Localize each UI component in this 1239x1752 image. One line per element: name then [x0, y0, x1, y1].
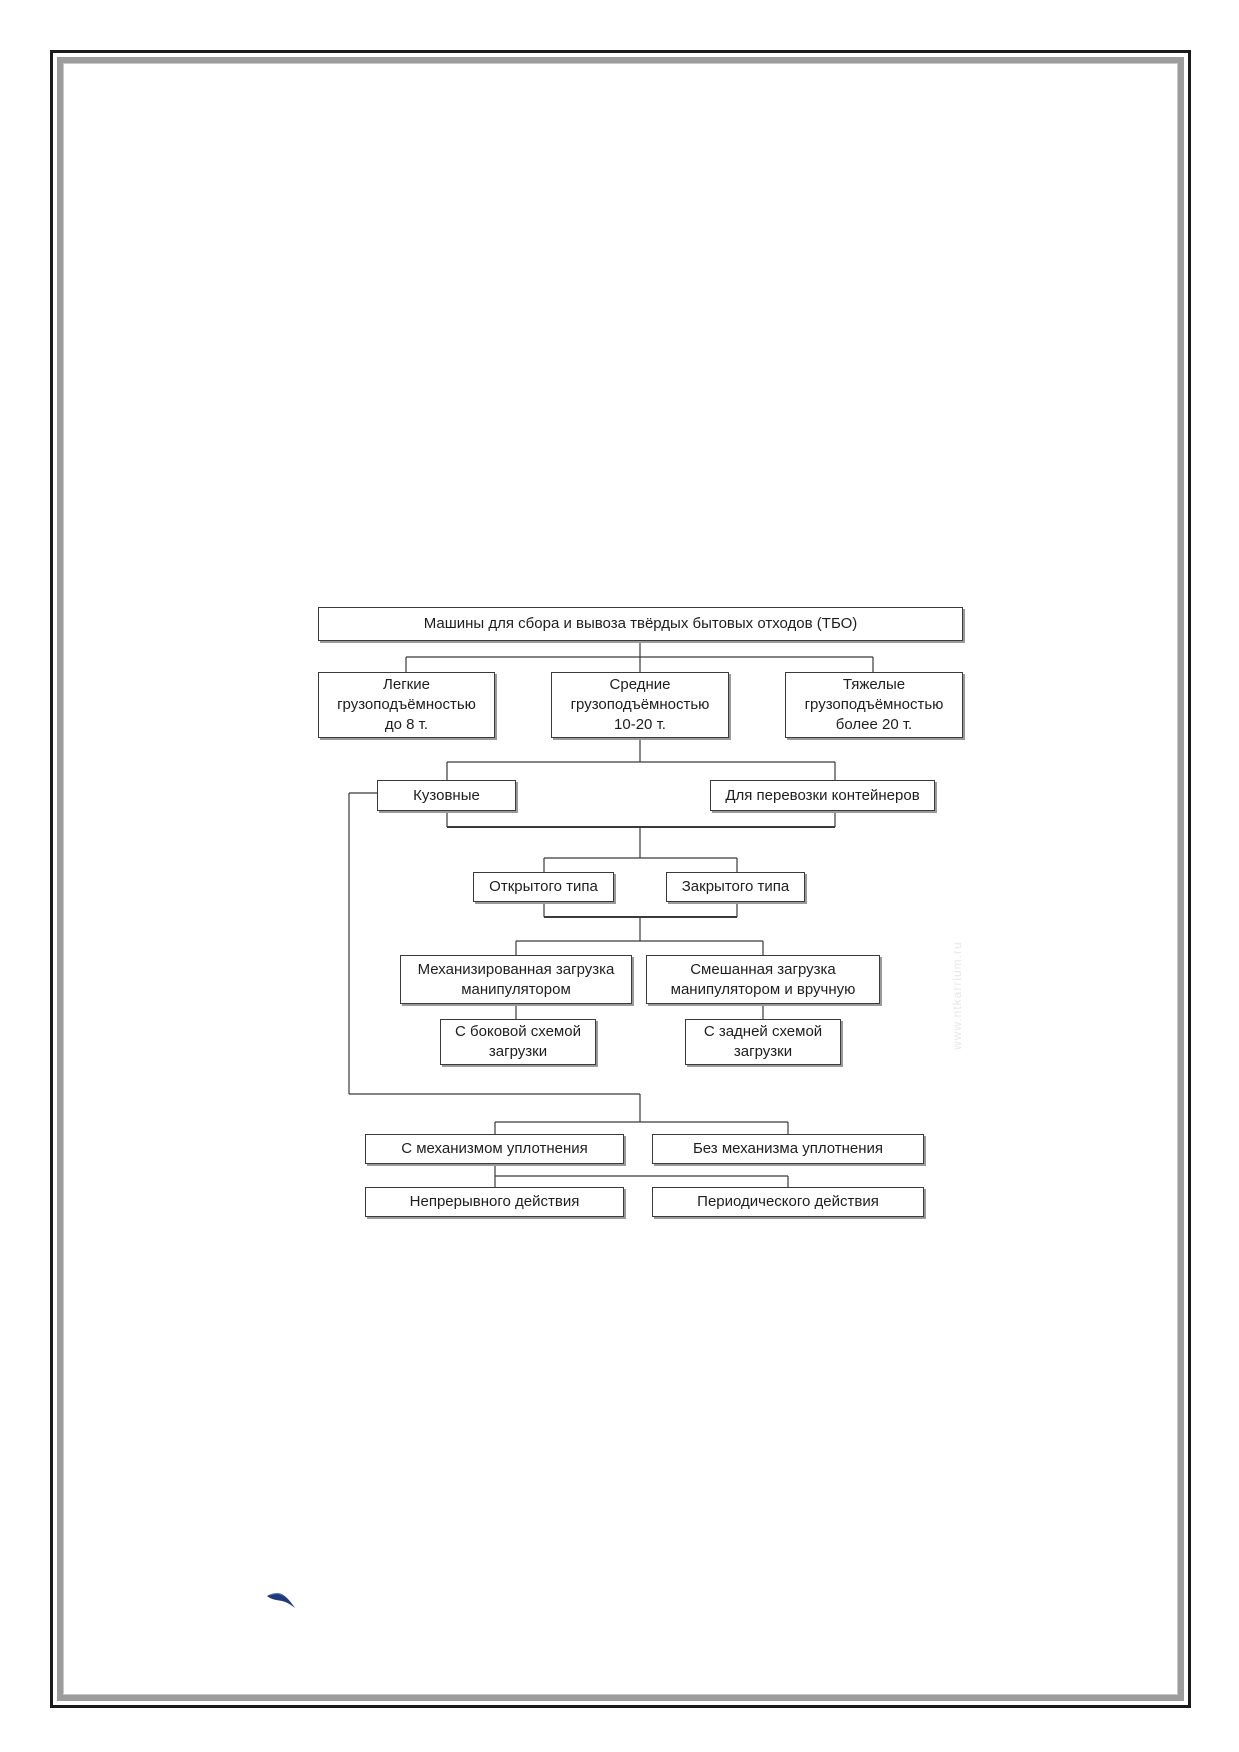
- with-compaction-node: С механизмом уплотнения: [365, 1134, 624, 1164]
- root-node: Машины для сбора и вывоза твёрдых бытовы…: [318, 607, 963, 641]
- mixed-loading-node: Смешанная загрузка манипулятором и вручн…: [646, 955, 880, 1004]
- body-type-node: Кузовные: [377, 780, 516, 811]
- light-capacity-node: Легкие грузоподъёмностью до 8 т.: [318, 672, 495, 738]
- page-frame: [50, 50, 1191, 1708]
- heavy-capacity-node: Тяжелые грузоподъёмностью более 20 т.: [785, 672, 963, 738]
- continuous-action-node: Непрерывного действия: [365, 1187, 624, 1217]
- containers-node: Для перевозки контейнеров: [710, 780, 935, 811]
- medium-capacity-node: Средние грузоподъёмностью 10-20 т.: [551, 672, 729, 738]
- rear-loading-scheme-node: С задней схемой загрузки: [685, 1019, 841, 1065]
- bird-logo-icon: [267, 1593, 295, 1608]
- page-frame-inner-border: [57, 57, 1184, 1701]
- side-loading-scheme-node: С боковой схемой загрузки: [440, 1019, 596, 1065]
- periodic-action-node: Периодического действия: [652, 1187, 924, 1217]
- mechanized-loading-node: Механизированная загрузка манипулятором: [400, 955, 632, 1004]
- watermark: www.ntkarrium.ru: [950, 941, 964, 1050]
- open-type-node: Открытого типа: [473, 872, 614, 902]
- closed-type-node: Закрытого типа: [666, 872, 805, 902]
- without-compaction-node: Без механизма уплотнения: [652, 1134, 924, 1164]
